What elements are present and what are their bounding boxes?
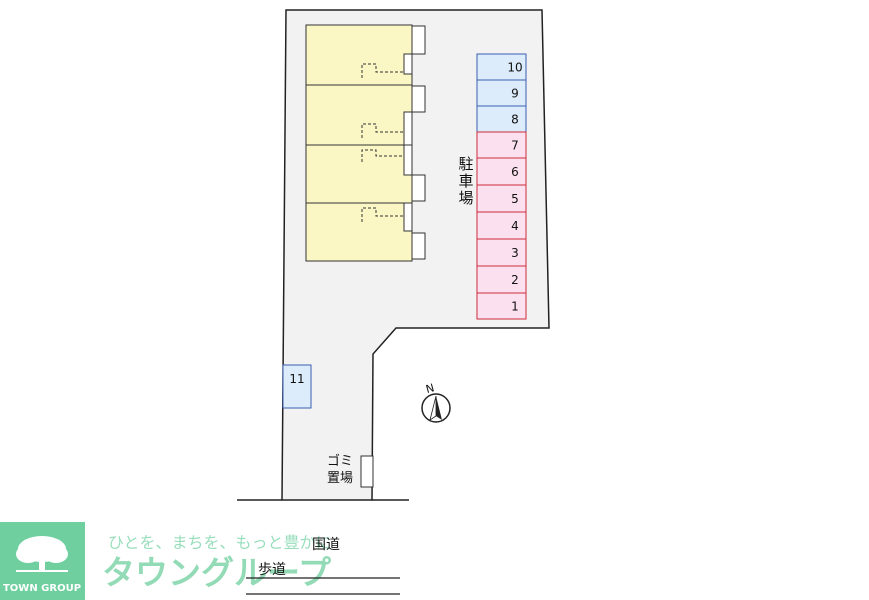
parking-space-6-number: 6 <box>511 165 519 179</box>
entry-notch-2 <box>403 111 413 146</box>
parking-space-2-number: 2 <box>511 273 519 287</box>
balcony-3 <box>411 174 426 202</box>
watermark-brand: タウングループ <box>102 553 332 592</box>
road-sidewalk-label: 歩道 <box>258 562 286 578</box>
building-unit-4 <box>305 202 413 262</box>
parking-space-5 <box>476 184 527 213</box>
tree-icon <box>16 536 68 572</box>
parking-label-char-1: 駐 <box>458 155 473 173</box>
parking-spaces: 10 9 8 7 6 5 4 3 2 1 <box>476 53 527 320</box>
watermark-logo: TOWN GROUP <box>0 522 85 600</box>
building-unit-1 <box>305 24 413 86</box>
parking-space-5-number: 5 <box>511 192 519 206</box>
compass-letter: N <box>424 381 435 396</box>
garbage-label-line2: 置場 <box>327 471 353 486</box>
balcony-1 <box>411 25 426 55</box>
parking-space-7 <box>476 131 527 159</box>
parking-space-11-number: 11 <box>289 372 304 386</box>
parking-space-4-number: 4 <box>511 219 519 233</box>
parking-space-9 <box>476 79 527 107</box>
parking-label-char-3: 場 <box>458 189 473 207</box>
logo-text: TOWN GROUP <box>3 583 81 594</box>
road-main-label: 国道 <box>312 537 340 553</box>
parking-space-1-number: 1 <box>511 300 519 314</box>
balcony-4 <box>411 232 426 260</box>
balcony-2 <box>411 85 426 113</box>
entry-notch-1 <box>403 53 413 75</box>
parking-space-10-number: 10 <box>507 61 522 75</box>
parking-space-9-number: 9 <box>511 87 519 101</box>
parking-space-8-number: 8 <box>511 113 519 127</box>
watermark-tagline: ひとを、まちを、もっと豊かに <box>108 533 332 552</box>
garbage-label-line1: ゴミ <box>327 453 353 469</box>
entry-notch-3 <box>403 144 413 176</box>
parking-space-1 <box>476 292 527 320</box>
parking-space-11 <box>282 364 312 409</box>
balconies <box>403 25 426 260</box>
interior-dashes <box>361 63 404 222</box>
parking-space-7-number: 7 <box>511 139 519 153</box>
building <box>305 24 413 262</box>
parking-label: 駐 車 場 <box>458 155 473 207</box>
entry-notch-4 <box>403 202 413 232</box>
parking-space-3-number: 3 <box>511 246 519 260</box>
compass-icon: N <box>421 381 451 423</box>
parking-space-3 <box>476 238 527 267</box>
parking-label-char-2: 車 <box>458 172 473 190</box>
building-unit-2 <box>305 84 413 146</box>
garbage-box <box>360 455 374 488</box>
building-unit-3 <box>305 144 413 204</box>
parking-space-6 <box>476 157 527 186</box>
